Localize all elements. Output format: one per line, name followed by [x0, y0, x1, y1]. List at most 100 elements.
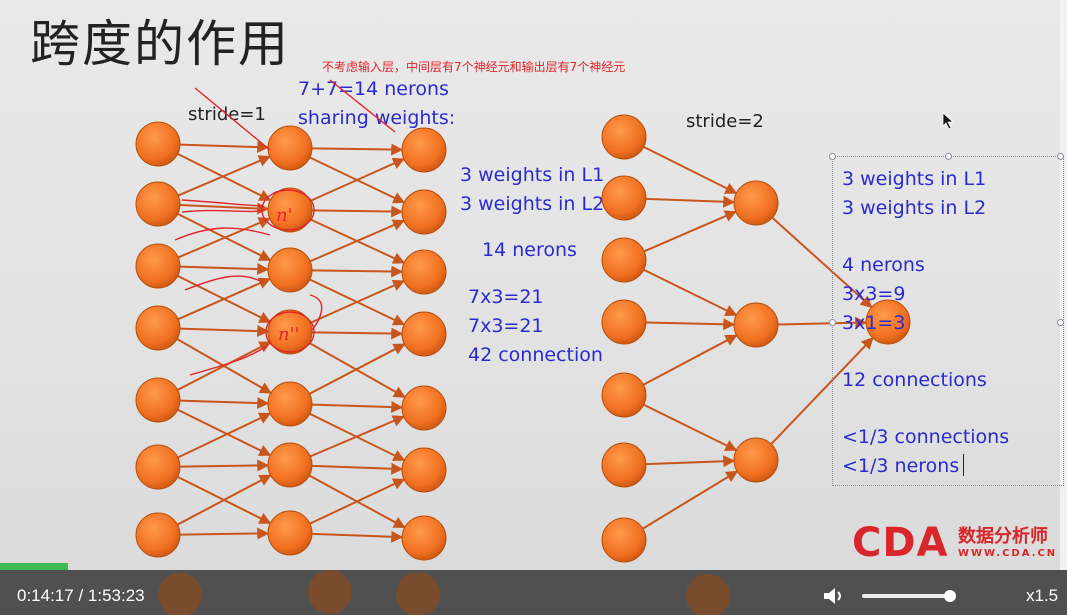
neurons — [135, 114, 911, 563]
annotation-n2: n'' — [278, 324, 300, 345]
player-control-bar — [0, 570, 1067, 615]
connection-edge — [777, 316, 868, 329]
connection-edge — [176, 474, 272, 526]
neuron-node — [601, 237, 647, 283]
stride1-edges — [176, 141, 406, 543]
connection-edge — [645, 455, 736, 468]
neuron-node — [865, 299, 911, 345]
connection-edge — [179, 397, 270, 410]
neuron-node — [267, 125, 313, 171]
connection-edge — [643, 403, 738, 452]
progress-bar-played[interactable] — [0, 563, 68, 570]
connection-edge — [309, 343, 406, 395]
red-annotation-note: 不考虑输入层，中间层有7个神经元和输出层有7个神经元 — [322, 60, 626, 74]
connection-edge — [311, 205, 404, 218]
right-text-line: 4 nerons — [842, 254, 925, 276]
connection-edge — [771, 216, 873, 309]
resize-handle[interactable] — [1057, 319, 1064, 326]
connection-edge — [179, 141, 270, 154]
neuron-node — [601, 372, 647, 418]
connection-edge — [179, 459, 270, 472]
neuron-node — [135, 512, 181, 558]
resize-handle[interactable] — [1057, 153, 1064, 160]
cda-logo-url: WWW.CDA.CN — [958, 548, 1058, 559]
network-diagram: n' n'' — [135, 79, 911, 563]
neuron-node — [135, 377, 181, 423]
middle-text-line: 3 weights in L2 — [460, 193, 605, 215]
right-text-line: <1/3 connections — [842, 426, 1010, 448]
connection-edge — [311, 401, 404, 414]
resize-handle[interactable] — [945, 153, 952, 160]
resize-handle[interactable] — [829, 153, 836, 160]
middle-text-line: 14 nerons — [482, 239, 577, 261]
neuron-node — [733, 437, 779, 483]
neuron-node — [401, 249, 447, 295]
neuron-node — [267, 381, 313, 427]
connection-edge — [643, 268, 738, 317]
stride-2-label: stride=2 — [686, 111, 764, 132]
connection-edge — [177, 408, 272, 457]
connection-edge — [645, 318, 736, 331]
connection-edge — [177, 341, 272, 391]
middle-text-line: 7x3=21 — [468, 315, 544, 337]
neuron-node — [401, 189, 447, 235]
neuron-node — [601, 114, 647, 160]
connection-edge — [311, 530, 404, 543]
neuron-node — [401, 311, 447, 357]
connection-edge — [642, 470, 739, 530]
right-text-line: 3x1=3 — [842, 312, 906, 334]
volume-slider-thumb[interactable] — [944, 590, 956, 602]
text-box-selection[interactable] — [829, 153, 1064, 486]
stride2-edges — [642, 145, 874, 530]
connection-edge — [177, 412, 272, 459]
red-pen-marks — [174, 79, 396, 376]
slide-title: 跨度的作用 — [30, 15, 290, 73]
resize-handle[interactable] — [829, 319, 836, 326]
connection-edge — [309, 279, 406, 324]
slide: 跨度的作用 不考虑输入层，中间层有7个神经元和输出层有7个神经元 7+7=14 … — [0, 0, 1067, 570]
right-text-line: 3 weights in L2 — [842, 197, 987, 219]
neuron-node — [401, 515, 447, 561]
neuron-node — [267, 309, 313, 355]
neuron-node — [401, 447, 447, 493]
neuron-node — [601, 299, 647, 345]
volume-icon[interactable] — [822, 585, 848, 607]
connection-edge — [177, 277, 271, 321]
connection-edge — [177, 155, 271, 197]
neuron-node — [267, 442, 313, 488]
volume-slider[interactable] — [862, 594, 950, 598]
neuron-node — [267, 187, 313, 233]
connection-edge — [642, 334, 738, 386]
cda-logo-cn: 数据分析师 — [958, 526, 1048, 547]
connection-edge — [179, 325, 270, 338]
neuron-node — [135, 305, 181, 351]
connection-edge — [311, 265, 404, 278]
neuron-node — [135, 121, 181, 167]
neuron-node — [733, 180, 779, 226]
connection-edge — [179, 527, 270, 540]
connection-edge — [645, 195, 736, 208]
connection-edge — [643, 210, 737, 253]
playback-speed[interactable]: x1.5 — [1026, 586, 1059, 605]
neuron-node — [601, 517, 647, 563]
neuron-node — [601, 175, 647, 221]
neuron-node — [401, 385, 447, 431]
connection-edge — [177, 217, 271, 259]
cda-logo-text: CDA — [852, 520, 949, 566]
connection-edge — [770, 337, 874, 445]
connection-edge — [309, 478, 406, 525]
cda-logo: CDA 数据分析师 WWW.CDA.CN — [852, 520, 1055, 566]
neuron-node — [601, 442, 647, 488]
right-text-line: <1/3 nerons — [842, 455, 960, 477]
connection-edge — [179, 263, 270, 276]
middle-text-line: 7x3=21 — [468, 286, 544, 308]
right-text-line: 3x3=9 — [842, 283, 906, 305]
neuron-node — [267, 247, 313, 293]
connection-edge — [309, 415, 405, 458]
right-text-line: 12 connections — [842, 369, 987, 391]
text-caret — [963, 454, 964, 476]
mouse-pointer-icon — [942, 112, 955, 130]
connection-edge — [309, 219, 405, 263]
faded-slide-strip — [158, 570, 730, 615]
middle-text-line: 42 connection — [468, 344, 603, 366]
